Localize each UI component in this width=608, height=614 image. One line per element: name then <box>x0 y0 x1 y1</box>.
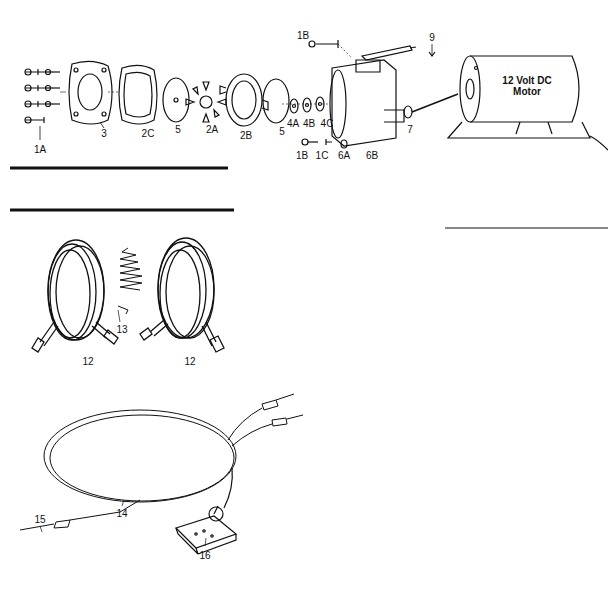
callout-number: 14 <box>116 509 127 519</box>
callout-number: 4B <box>303 119 315 129</box>
callout-number: 16 <box>199 551 210 561</box>
callout-number: 1A <box>34 145 46 155</box>
callout-number: 4C <box>321 119 334 129</box>
callout-number: 1B <box>296 151 308 161</box>
callout-number: 6A <box>338 151 350 161</box>
callout-number: 13 <box>116 325 127 335</box>
callout-number: 15 <box>34 515 45 525</box>
callout-number: 2B <box>240 131 252 141</box>
callout-number: 6B <box>366 151 378 161</box>
callout-number: 5 <box>175 125 181 135</box>
callout-number: 12 <box>184 357 195 367</box>
callout-number: 1B <box>297 31 309 41</box>
callout-number: 9 <box>429 33 435 43</box>
callout-number: 3 <box>101 129 107 139</box>
callout-number: 7 <box>407 125 413 135</box>
callout-number: 12 <box>82 357 93 367</box>
callout-number: 4A <box>287 119 299 129</box>
callout-number: 1C <box>316 151 329 161</box>
motor-label: 12 Volt DC Motor <box>496 75 558 98</box>
callout-number: 5 <box>279 127 285 137</box>
callout-number: 2A <box>206 125 218 135</box>
callout-number: 2C <box>142 129 155 139</box>
